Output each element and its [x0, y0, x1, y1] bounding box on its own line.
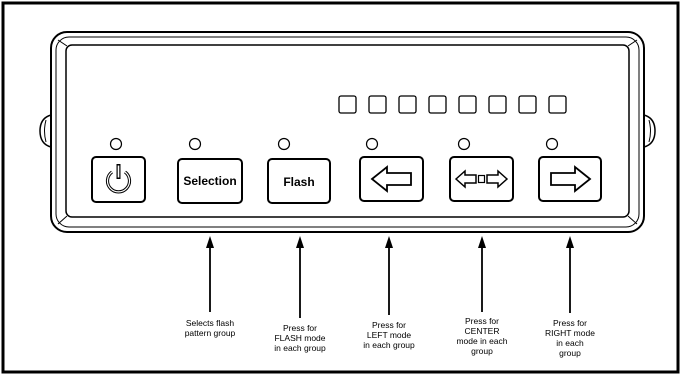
- left-button[interactable]: [359, 156, 424, 202]
- led-left: [365, 137, 379, 151]
- selection-callout-arrow: [206, 236, 214, 312]
- left-arrow-icon: [370, 165, 412, 193]
- left-mount-knob: [39, 114, 52, 148]
- indicator-square: [488, 95, 507, 114]
- flash-callout-arrow: [296, 236, 304, 318]
- indicator-square: [368, 95, 387, 114]
- led-center: [457, 137, 471, 151]
- selection-button[interactable]: Selection: [177, 158, 243, 204]
- center-callout-text: Press for CENTER mode in each group: [456, 316, 508, 356]
- flash-button[interactable]: Flash: [267, 158, 331, 204]
- selection-callout-text: Selects flash pattern group: [184, 318, 236, 338]
- indicator-square: [428, 95, 447, 114]
- center-button[interactable]: [449, 156, 514, 202]
- left-callout-text: Press for LEFT mode in each group: [363, 320, 415, 350]
- flash-callout-text: Press for FLASH mode in each group: [274, 323, 326, 353]
- left-callout-arrow: [385, 236, 393, 315]
- right-button[interactable]: [538, 156, 602, 202]
- led-indicators: [109, 137, 559, 151]
- indicator-squares: [338, 95, 567, 114]
- right-callout-arrow: [566, 236, 574, 313]
- power-icon: [105, 164, 132, 194]
- center-arrows-icon: [454, 169, 509, 189]
- callout-arrows: [206, 236, 574, 318]
- led-right: [545, 137, 559, 151]
- indicator-square: [518, 95, 537, 114]
- right-mount-knob: [643, 114, 656, 148]
- led-selection: [188, 137, 202, 151]
- selection-button-label: Selection: [183, 174, 236, 188]
- indicator-square: [398, 95, 417, 114]
- led-power: [109, 137, 123, 151]
- power-button[interactable]: [91, 156, 146, 203]
- right-callout-text: Press for RIGHT mode in each group: [545, 318, 595, 358]
- indicator-square: [548, 95, 567, 114]
- flash-button-label: Flash: [283, 175, 314, 189]
- indicator-square: [458, 95, 477, 114]
- led-flash: [277, 137, 291, 151]
- indicator-square: [338, 95, 357, 114]
- right-arrow-icon: [550, 165, 592, 193]
- center-callout-arrow: [478, 236, 486, 312]
